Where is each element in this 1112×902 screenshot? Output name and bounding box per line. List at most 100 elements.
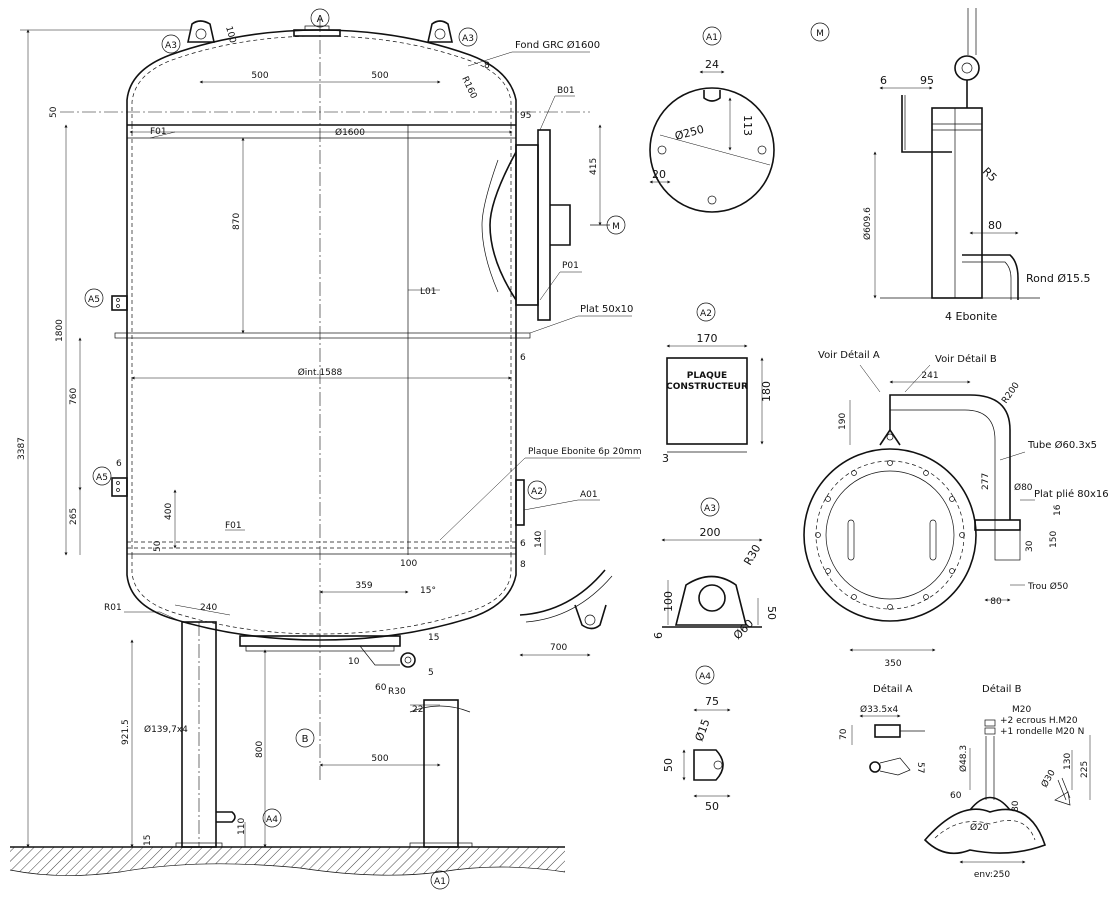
manhole-dim-190: 190 [838,413,848,430]
m-label-ebonite: 4 Ebonite [945,310,997,323]
dim-8: 8 [484,61,490,71]
vessel-labels: A A3 A3 M A5 A5 A2 B A4 A1 Fond GRC Ø160… [17,8,642,890]
a2-dim-3: 3 [662,452,669,465]
support-legs [175,621,473,848]
detail-b-ecrous: +2 ecrous H.M20 [1000,716,1078,726]
detail-b-env: env:250 [974,870,1011,880]
a2-plaque-line2: CONSTRUCTEUR [666,382,748,392]
label-a01: A01 [580,490,598,500]
dim-6a: 6 [520,353,526,363]
dim-6c: 6 [520,539,526,549]
dim-400: 400 [164,503,174,520]
a3-dim-9: 9 [651,632,664,639]
manhole-voir-a: Voir Détail A [818,349,880,361]
marker-m-side: M [612,222,620,232]
dim-110: 110 [237,818,247,835]
dim-240: 240 [200,603,217,613]
dim-500a: 500 [251,71,268,81]
m-dim-r5: R5 [980,165,1000,185]
detail-b-m20: M20 [1012,705,1031,715]
manhole-label-tube: Tube Ø60.3x5 [1027,439,1097,451]
dim-r30: R30 [388,687,406,697]
manhole-dim-r200: R200 [1000,381,1022,406]
detail-a-view: Détail A Ø33.5x4 70 57 [839,683,925,776]
dim-15: 15 [428,633,439,643]
marker-a5-bottom: A5 [96,473,108,483]
marker-a1-bottom: A1 [434,877,446,887]
a3-dim-50: 50 [765,606,778,620]
label-p01: P01 [562,261,579,271]
detail-b-dim-80: 80 [1011,800,1021,812]
a3-marker: A3 [704,504,716,514]
a1-dim-250: Ø250 [673,123,705,143]
detail-b-title: Détail B [982,683,1022,695]
dim-1800: 1800 [55,319,65,342]
m-dim-80: 80 [988,219,1002,232]
dim-139: Ø139,7x4 [144,724,188,735]
label-plaque-ebonite: Plaque Ebonite 6p 20mm [528,447,642,457]
detail-b-view: Détail B M20 +2 ecrous H.M20 +1 rondelle… [923,683,1091,880]
dim-700: 700 [550,643,567,653]
detail-a1: A1 24 113 Ø250 20 [649,26,775,213]
leaders [124,51,640,623]
detail-a4: A4 75 Ø15 50 50 [662,665,731,813]
m-dim-609: Ø609.6 [862,207,873,240]
a2-marker: A2 [700,309,712,319]
manhole-dim-80a: Ø80 [1014,482,1033,493]
a4-dim-50b: 50 [705,800,719,813]
detail-b-dim-225: 225 [1080,761,1090,778]
a2-dim-170: 170 [697,332,718,345]
marker-b: B [302,734,309,745]
m-dim-95: 95 [920,74,934,87]
dim-r160: R160 [459,75,478,101]
manhole-dim-30: 30 [1025,540,1035,552]
detail-m: M 6 95 R5 Ø609.6 80 Rond Ø15.5 4 Ebonite [810,8,1090,323]
a4-dim-15: Ø15 [693,717,713,743]
label-b01: B01 [557,86,575,96]
detail-a-dim-33: Ø33.5x4 [860,704,898,715]
dim-500c: 500 [371,754,388,764]
dim-60: 60 [375,683,387,693]
manhole-label-trou: Trou Ø50 [1027,581,1069,592]
dim-415: 415 [589,158,599,175]
dim-6b: 6 [116,459,122,469]
label-l01: L01 [420,287,436,297]
dim-760: 760 [69,388,79,405]
dim-921: 921.5 [121,719,131,745]
marker-a3-right: A3 [462,34,474,44]
a1-dim-24: 24 [705,58,719,71]
dim-8b: 8 [520,560,526,570]
a4-marker: A4 [699,672,711,682]
manhole-voir-b: Voir Détail B [935,353,997,365]
dim-140: 140 [534,531,544,548]
manhole-plan: Voir Détail A Voir Détail B 241 R200 190… [803,349,1109,669]
a4-dim-75: 75 [705,695,719,708]
a3-dim-100: 100 [662,591,675,612]
dim-359: 359 [355,581,372,591]
manhole-dim-350: 350 [884,659,901,669]
ground [9,846,566,876]
m-label-rond: Rond Ø15.5 [1026,272,1090,285]
label-f01-top: F01 [150,127,167,137]
label-f01-bottom: F01 [225,521,242,531]
m-marker: M [816,29,824,39]
dim-15deg: 15° [420,586,436,596]
detail-a-dim-70: 70 [839,728,849,740]
manhole-dim-150: 150 [1049,531,1059,548]
a1-dim-20: 20 [652,168,666,181]
dim-22: 22 [412,705,423,715]
dim-int-1588: Øint.1588 [298,367,343,378]
a2-dim-180: 180 [760,381,773,402]
detail-a-dim-57: 57 [915,762,925,773]
a4-dim-50a: 50 [662,758,675,772]
dim-100: 100 [223,25,237,44]
detail-a-title: Détail A [873,683,913,695]
dim-870: 870 [232,213,242,230]
dim-265: 265 [69,508,79,525]
dim-500b: 500 [371,71,388,81]
detail-b-dim-130: 130 [1063,753,1073,770]
partial-dome-detail [519,569,613,630]
dim-15b: 15 [143,835,153,846]
detail-b-rondelle: +1 rondelle M20 N [1000,727,1084,737]
